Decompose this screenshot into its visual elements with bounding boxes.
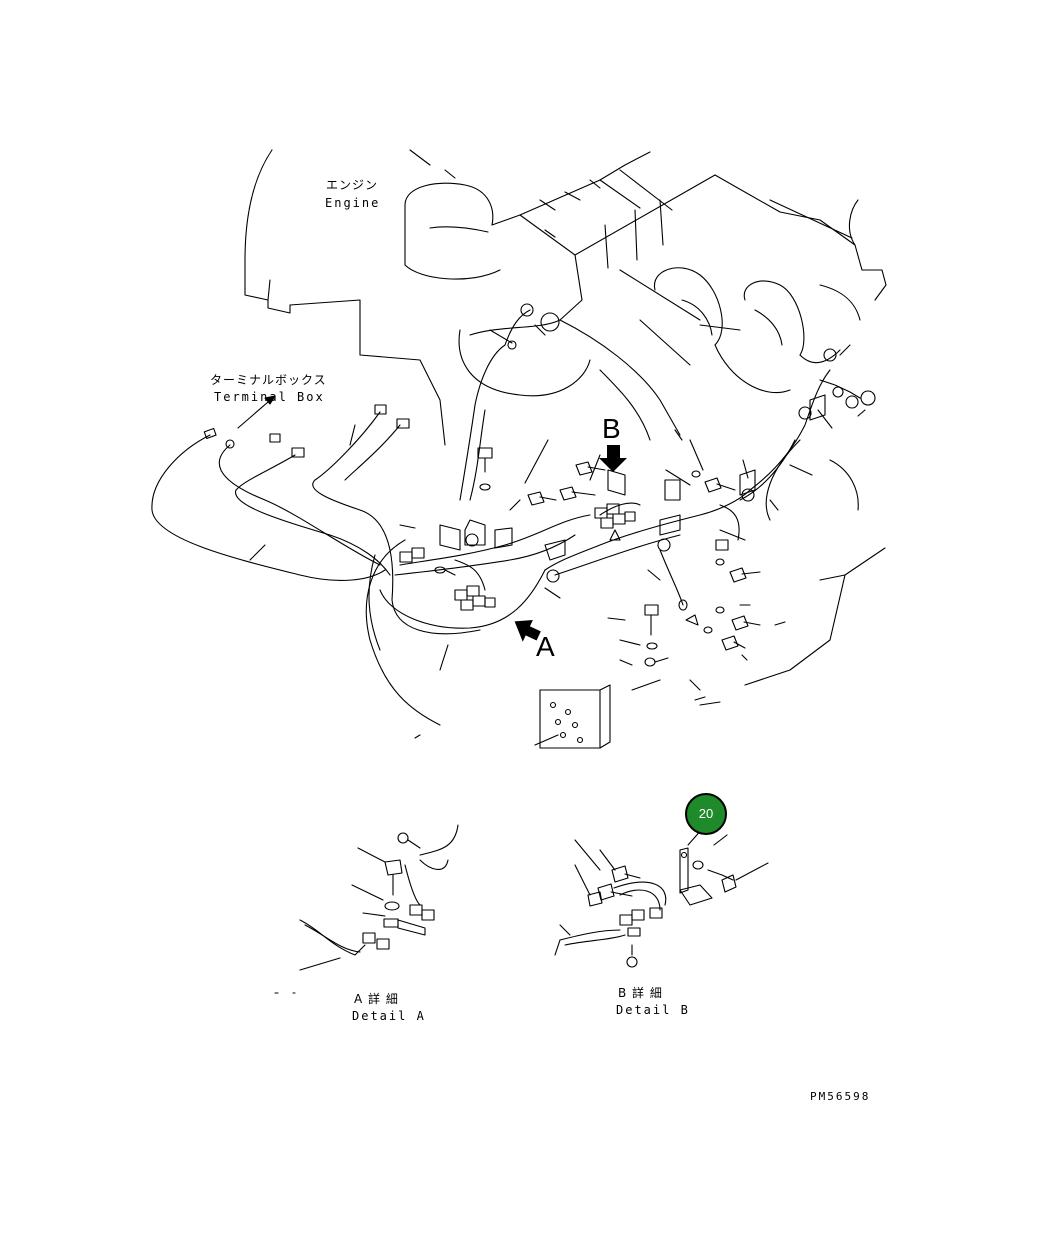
engine-label-ja: エンジン [326,178,379,192]
engine-label-en: Engine [325,196,381,210]
detail-b-label-ja: B 詳 細 [618,986,663,1000]
detail-a-label-en: Detail A [352,1009,426,1023]
view-b-arrow [599,445,627,472]
view-a-arrow [514,619,541,642]
part-callout-number: 20 [698,806,714,821]
terminal-box-label-ja: ターミナルボックス [210,373,327,387]
detail-a-drawing [274,824,459,994]
terminal-box-wires [151,395,546,671]
view-b-label: B [602,413,621,444]
main-harness [394,309,831,611]
terminal-box-label-en: Terminal Box [214,390,325,404]
engine-outline [244,149,887,749]
clamps [439,303,876,583]
fasteners [434,447,761,667]
leader-lines [399,344,866,746]
part-callout-20[interactable]: 20 [685,793,727,835]
detail-b-label-en: Detail B [616,1003,690,1017]
drawing-number: PM56598 [810,1090,871,1103]
view-a-label: A [536,631,555,662]
detail-a-label-ja: A 詳 細 [354,992,399,1006]
detail-b-drawing [554,827,769,968]
